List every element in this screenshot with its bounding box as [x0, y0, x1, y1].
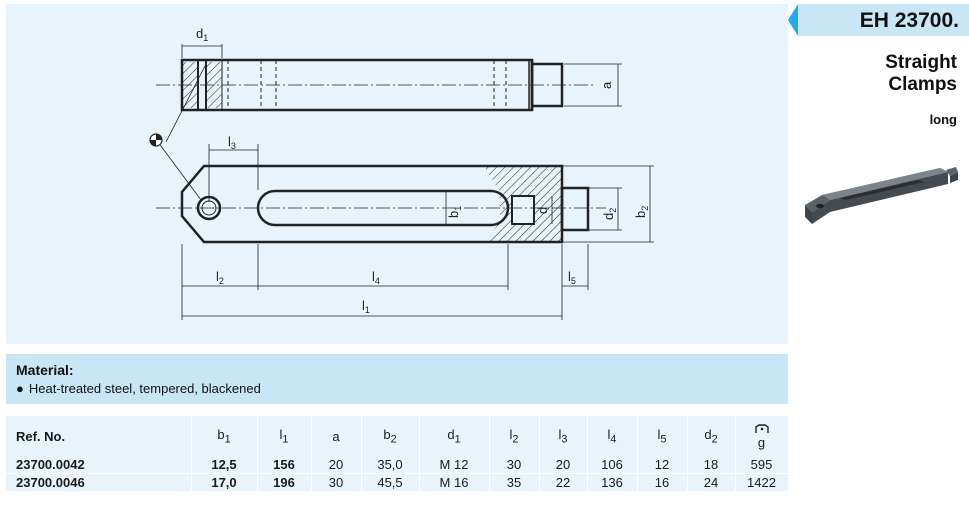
dim-label-l1: l1 [362, 298, 370, 315]
col-header-b1: b1 [191, 416, 258, 456]
dim-label-l2: l2 [216, 269, 224, 286]
product-subtitle: long [929, 112, 957, 127]
material-panel: Material: ●Heat-treated steel, tempered,… [6, 354, 788, 404]
dim-label-d1: d1 [196, 26, 208, 43]
dim-label-b2: b2 [633, 206, 650, 218]
product-photo [805, 167, 958, 224]
table-row: 23700.0046 17,0 196 30 45,5 M 16 35 22 1… [6, 473, 789, 491]
side-view [156, 44, 622, 112]
product-code: EH 23700. [859, 9, 959, 32]
dim-label-a: a [599, 81, 614, 89]
bullet-icon: ● [16, 381, 24, 396]
dim-label-l5: l5 [568, 269, 576, 286]
material-heading: Material: [16, 362, 74, 378]
dim-label-b1: b1 [446, 206, 463, 218]
table-row: 23700.0042 12,5 156 20 35,0 M 12 30 20 1… [6, 456, 789, 474]
dim-label-l3: l3 [228, 134, 236, 151]
table-header-row: Ref. No. b1 l1 a b2 d1 l2 l3 l4 l5 d2 g [6, 416, 789, 456]
col-header-weight: g [735, 416, 789, 456]
header-arrow-icon [788, 4, 798, 36]
material-description: ●Heat-treated steel, tempered, blackened [16, 381, 261, 396]
drawing-svg: d1 l3 a b1 d d2 b2 l2 l4 l5 l1 [149, 26, 654, 320]
technical-drawing: d1 l3 a b1 d d2 b2 l2 l4 l5 l1 [6, 4, 788, 344]
col-header-b2: b2 [361, 416, 420, 456]
header-badge: EH 23700. [798, 4, 969, 36]
col-header-ref: Ref. No. [6, 416, 192, 456]
col-header-l1: l1 [257, 416, 312, 456]
col-header-l3: l3 [539, 416, 588, 456]
col-header-l4: l4 [587, 416, 638, 456]
col-header-d2: d2 [687, 416, 736, 456]
col-header-l5: l5 [637, 416, 688, 456]
plan-view [156, 63, 654, 320]
hardened-surface-symbol [149, 133, 163, 147]
dim-label-d: d [535, 207, 550, 214]
weight-icon [754, 424, 769, 433]
product-title: Straight Clamps [885, 52, 957, 95]
spec-table: Ref. No. b1 l1 a b2 d1 l2 l3 l4 l5 d2 g … [6, 416, 789, 491]
col-header-d1: d1 [419, 416, 490, 456]
dim-label-d2: d2 [601, 208, 618, 220]
col-header-l2: l2 [489, 416, 540, 456]
col-header-a: a [311, 416, 362, 456]
dim-label-l4: l4 [372, 269, 380, 286]
